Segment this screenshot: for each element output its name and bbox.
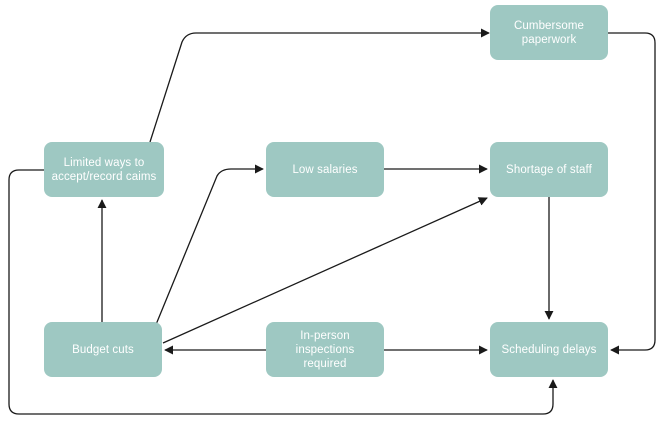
node-scheduling-delays[interactable]: Scheduling delays [490, 322, 608, 377]
node-label-shortage-of-staff: Shortage of staff [506, 163, 592, 176]
node-in-person-inspections[interactable]: In-person inspections required [266, 322, 384, 377]
edge-budget-cuts-to-low-salaries [154, 164, 264, 328]
node-shortage-of-staff[interactable]: Shortage of staff [490, 142, 608, 197]
node-label-limited-ways: Limited ways to accept/record caims [51, 156, 157, 183]
node-label-scheduling-delays: Scheduling delays [501, 343, 597, 356]
node-label-in-person-inspections: In-person inspections required [295, 329, 355, 370]
edge-limited-ways-to-scheduling-delays [8, 169, 558, 415]
edge-cumbersome-paperwork-to-scheduling-delays [608, 32, 656, 355]
node-label-budget-cuts: Budget cuts [72, 343, 134, 356]
node-label-cumbersome-paperwork: Cumbersome paperwork [513, 19, 585, 46]
edge-limited-ways-to-cumbersome-paperwork [149, 28, 490, 143]
node-label-low-salaries: Low salaries [292, 163, 358, 176]
node-cumbersome-paperwork[interactable]: Cumbersome paperwork [490, 5, 608, 60]
edge-budget-cuts-to-shortage-of-staff [162, 197, 488, 344]
node-budget-cuts[interactable]: Budget cuts [44, 322, 162, 377]
node-low-salaries[interactable]: Low salaries [266, 142, 384, 197]
node-limited-ways[interactable]: Limited ways to accept/record caims [44, 142, 164, 197]
